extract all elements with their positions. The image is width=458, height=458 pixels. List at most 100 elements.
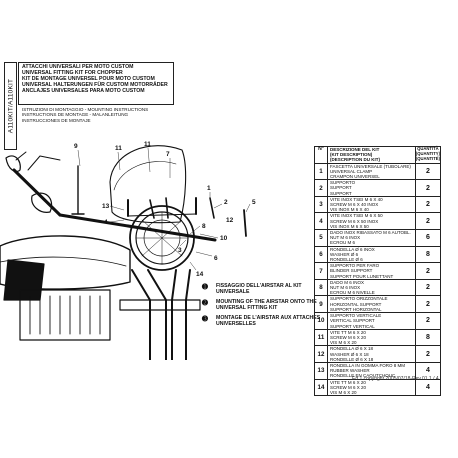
row-description-line: RUBBER WASHER	[330, 368, 370, 374]
parts-table: N° DESCRIZIONE DEL KIT (KIT DESCRIPTION)…	[314, 146, 442, 397]
row-description: DADO INOX RIBASSATO M 6 AUTOBL.NUT M 6 I…	[327, 229, 416, 247]
mounting-note: ➊ FISSAGGIO DELL'AIRSTAR AL KIT UNIVERSA…	[202, 283, 332, 295]
row-number: 8	[314, 278, 328, 297]
callout-label: 12	[226, 217, 234, 224]
row-description-line: WASHER Ø 6	[330, 251, 359, 257]
row-description-line: RONDELLE Ø 6	[330, 257, 363, 263]
instruction-line: INSTRUCTIONS DE MONTAGE - MALANLEITUNG	[22, 112, 129, 118]
header-qty-line: (QUANTITY)	[415, 150, 440, 156]
row-number: 14	[314, 378, 328, 397]
row-number: 12	[314, 345, 328, 363]
row-description-line: RONDELLA Ø 6 INOX	[330, 246, 375, 252]
instruction-line: INSTRUCCIONES DE MONTAJE	[22, 117, 91, 123]
row-description-line: SUPPORTO ORIZZONTALE	[330, 296, 388, 302]
mounting-note-text: FISSAGGIO DELL'AIRSTAR AL KIT UNIVERSALE	[216, 283, 302, 295]
row-description-line: ECROU M 6 NIVELLE	[330, 290, 375, 296]
row-quantity: 2	[414, 179, 442, 197]
row-quantity: 8	[414, 328, 442, 347]
row-description-line: SCREW M 6 X 50 INOX	[330, 218, 379, 224]
mounting-note: ➌ MONTAGE DE L'AIRSTAR AUX ATTACHES UNIV…	[202, 315, 332, 327]
row-description-line: BLINDER SUPPORT	[330, 268, 373, 274]
row-number: 3	[314, 195, 328, 214]
table-header-row: N° DESCRIZIONE DEL KIT (KIT DESCRIPTION)…	[314, 146, 442, 164]
row-description-line: VITE INOX TSEI M 6 X 40	[330, 196, 383, 202]
row-number: 2	[314, 179, 328, 197]
title-line: ATTACCHI UNIVERSALI PER MOTO CUSTOM	[22, 64, 134, 70]
row-description-line: SUPPORT	[330, 190, 352, 196]
row-quantity: 4	[414, 361, 442, 380]
row-description-line: VIS INOX M 6 X 40	[330, 207, 369, 213]
callout-label: 14	[196, 271, 204, 278]
row-description-line: RONDELLA IN GOMMA FORO 8 mm	[330, 362, 406, 368]
motorcycle-assembly-drawing: 9 11 11 7 1 2 5 8 3 14 13 4 6 10 12	[0, 141, 256, 360]
windscreen	[109, 145, 187, 224]
callout-label: 5	[252, 199, 256, 206]
row-description-line: NUT M 6 INOX	[330, 235, 361, 241]
header-desc-line: DESCRIZIONE DEL KIT	[330, 147, 380, 152]
row-number: 11	[314, 328, 328, 347]
row-number: 1	[314, 162, 328, 181]
title-box: ATTACCHI UNIVERSALI PER MOTO CUSTOM UNIV…	[18, 62, 174, 105]
row-description-line: SUPPORT VERTICAL	[330, 323, 375, 329]
title-line: KIT DE MONTAGE UNIVERSEL POUR MOTO CUSTO…	[22, 75, 155, 82]
row-number: 5	[314, 229, 328, 247]
document-code: A110KIT/A110KIT	[7, 78, 14, 134]
row-description-line: VIS M 6 X 20	[330, 389, 357, 395]
document-code-box: A110KIT/A110KIT	[4, 62, 17, 150]
row-description-line: VITE TT M 6 X 20	[330, 329, 366, 335]
callout-label: 11	[144, 141, 151, 148]
callout-label: 3	[178, 247, 182, 254]
title-line: UNIVERSAL HALTERUNGEN FÜR CUSTOM MOTORRÄ…	[22, 81, 168, 88]
row-description: RONDELLA IN GOMMA FORO 8 mmRUBBER WASHER…	[327, 361, 416, 380]
callout-label: 9	[74, 143, 78, 150]
row-number: 6	[314, 245, 328, 264]
row-description-line: SCREW M 6 X 20	[330, 334, 367, 340]
callout-label: 7	[166, 151, 170, 158]
callout-label: 4	[104, 219, 108, 226]
row-description-line: VITE TT M 6 X 20	[330, 379, 366, 385]
header-description: DESCRIZIONE DEL KIT (KIT DESCRIPTION) (D…	[327, 146, 416, 164]
row-description-line: SUPPORTO VERTICALE	[330, 313, 382, 319]
callout-label: 8	[202, 223, 206, 230]
bullet-icon: ➋	[202, 300, 208, 307]
row-number: 9	[314, 295, 328, 314]
row-quantity: 8	[414, 245, 442, 264]
row-quantity: 2	[414, 278, 442, 297]
footer-copyright: Ed 1 copyright 2005/07/18-Rev.01 1 / 4	[352, 376, 439, 382]
instruction-line: ISTRUZIONI DI MONTAGGIO - MOUNTING INSTR…	[22, 107, 149, 112]
row-description-line: NUT M 6 INOX	[330, 285, 361, 291]
row-description-line: DADO M 6 INOX	[330, 279, 365, 285]
row-description-line: WASHER Ø 6 X 18	[330, 351, 369, 357]
row-description-line: VERTICAL SUPPORT	[330, 318, 375, 324]
row-number: 7	[314, 262, 328, 280]
row-description-line: FASCETTA UNIVERSALE (tubolare)	[330, 163, 411, 169]
instructions-heading: ISTRUZIONI DI MONTAGGIO - MOUNTING INSTR…	[22, 107, 172, 123]
row-number: 4	[314, 212, 328, 231]
row-description-line: RONDELLE Ø 6 X 18	[330, 356, 374, 362]
row-description-line: VIS M 6 X 20	[330, 340, 357, 346]
row-description-line: RONDELLA Ø 6 X 18	[330, 346, 374, 352]
row-number: 13	[314, 361, 328, 380]
row-description-line: RONDELLE EN CAOUTCHOUC	[330, 373, 396, 379]
header-desc-line: (KIT DESCRIPTION)	[330, 152, 373, 158]
row-description-line: VIS INOX M 6 X 50	[330, 223, 369, 229]
row-description-line: SUPPORTO PER FARO	[330, 263, 380, 269]
row-description-line: SUPPORT POUR LUNETTANT	[330, 273, 394, 279]
callout-label: 6	[214, 255, 218, 262]
row-description-line: SUPPORT HORIZONTAL	[330, 306, 382, 312]
